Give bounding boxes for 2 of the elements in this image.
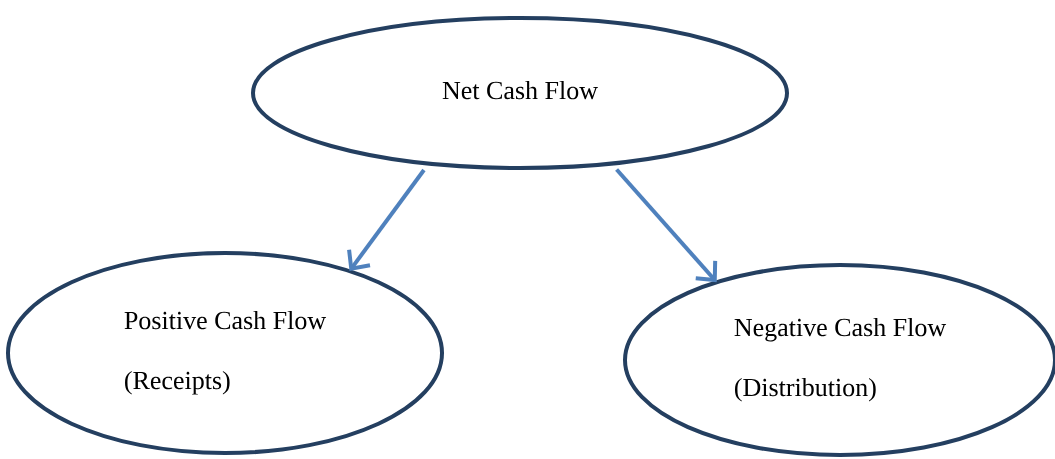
arrow xyxy=(347,168,426,272)
arrow xyxy=(615,168,718,283)
